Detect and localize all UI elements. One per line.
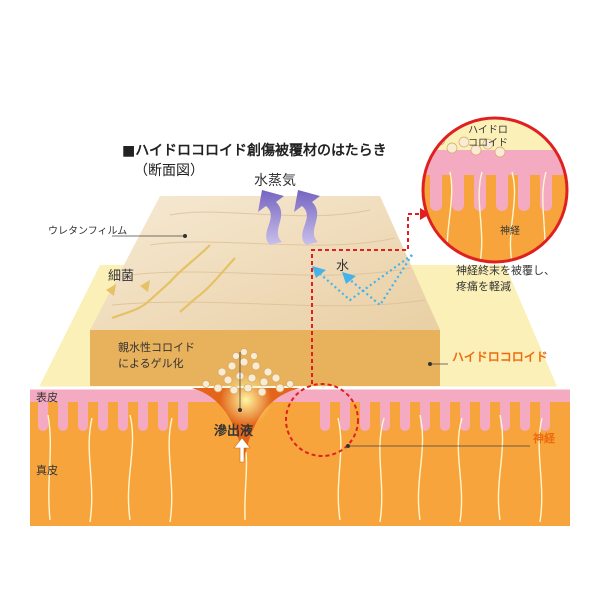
inset-note-line2: 疼痛を軽減 (456, 280, 511, 293)
bacteria-arrows (111, 244, 236, 320)
water-vapor-arrows (258, 190, 320, 245)
epidermal-ridges (38, 400, 550, 431)
inset-label-hydrocolloid: ハイドロ コロイド (468, 124, 508, 150)
label-epidermis: 表皮 (36, 391, 58, 404)
hydrocolloid-layer (90, 330, 440, 386)
label-hydrocolloid: ハイドロコロイド (452, 350, 548, 364)
label-dermis: 真皮 (36, 464, 58, 477)
epidermis-layer (30, 388, 570, 402)
inset-note-line1: 神経終末を被覆し、 (456, 264, 555, 277)
inset-label-hydro-line2: コロイド (468, 138, 508, 149)
label-water-vapor: 水蒸気 (254, 173, 296, 189)
label-nerve: 神経 (533, 432, 555, 445)
inset-label-hydro-line1: ハイドロ (468, 125, 508, 136)
detail-arrowhead (420, 208, 430, 220)
wound-detail-circle (285, 383, 359, 457)
diagram-subtitle: （断面図） (134, 163, 204, 179)
inset-label-nerve: 神経 (500, 226, 520, 237)
nerve-fibers (47, 414, 543, 523)
inset-note: 神経終末を被覆し、 疼痛を軽減 (456, 263, 555, 295)
diagram-title: ■ハイドロコロイド創傷被覆材のはたらき (122, 143, 387, 159)
exudate-arrow (233, 437, 251, 463)
label-urethane-film: ウレタンフィルム (48, 226, 128, 237)
label-bacteria: 細菌 (108, 269, 135, 284)
label-gelation: 親水性コロイド によるゲル化 (118, 340, 195, 372)
water-arrows (317, 254, 413, 307)
bacteria-arrowheads (106, 280, 150, 296)
urethane-film (90, 196, 440, 330)
inset-detail (423, 118, 567, 262)
label-gelation-line1: 親水性コロイド (118, 341, 195, 354)
label-water: 水 (336, 259, 350, 274)
label-gelation-line2: によるゲル化 (118, 357, 184, 370)
label-exudate: 滲出液 (214, 424, 254, 439)
gel-particles (202, 348, 294, 397)
